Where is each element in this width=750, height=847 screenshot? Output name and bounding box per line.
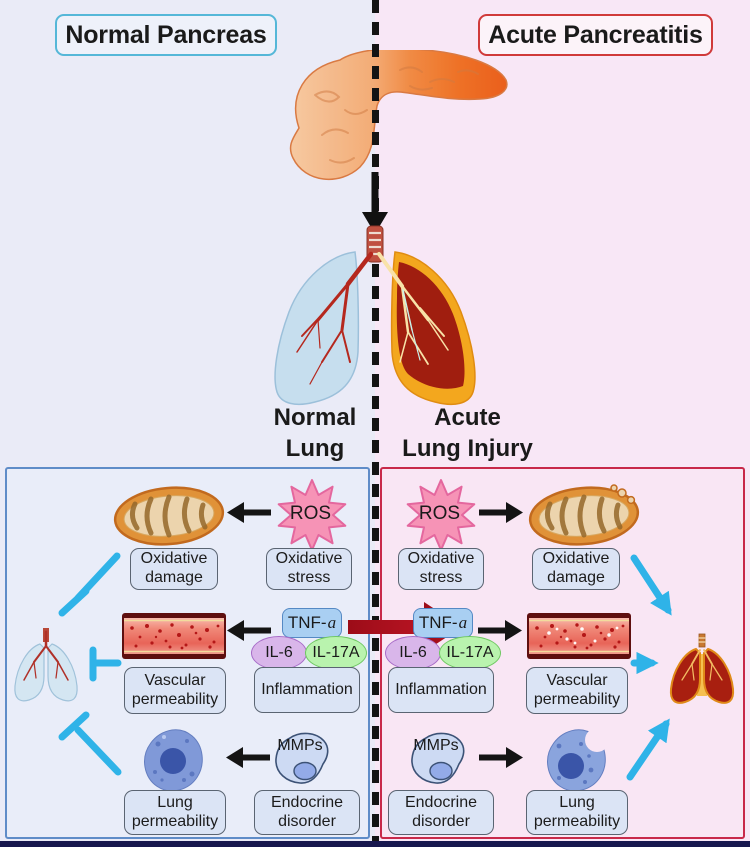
arrow-permeability-to-lung: [626, 718, 670, 781]
ros-label-left: ROS: [289, 503, 332, 524]
mmps-label-right: MMPs: [413, 737, 459, 754]
inhibition-tbar-permeability: [58, 711, 122, 776]
arrow-mmps-to-cell-left: [226, 747, 270, 768]
tnf-alpha-box-right: TNF-a: [413, 608, 473, 638]
blood-vessel-normal: [121, 612, 227, 660]
vascular-permeability-box-left: Vascular permeability: [124, 667, 226, 714]
endocrine-disorder-box-left: Endocrine disorder: [254, 790, 360, 835]
inflammation-box-right: Inflammation: [388, 667, 494, 713]
acute-lung-label: Acute Lung Injury: [385, 402, 550, 464]
cell-damaged: [547, 728, 609, 792]
tnf-alpha-box-left: TNF-a: [282, 608, 342, 638]
arrow-mmps-to-cell-right: [479, 747, 523, 768]
pancreas-illustration: [289, 50, 508, 180]
il17a-badge-left: IL-17A: [305, 636, 367, 670]
tnf-label: TNF-: [287, 613, 327, 632]
oxidative-damage-box-left: Oxidative damage: [130, 548, 218, 590]
bottom-border-bar: [0, 841, 750, 847]
normal-pancreas-title: Normal Pancreas: [55, 14, 277, 56]
acute-pancreatitis-title: Acute Pancreatitis: [478, 14, 713, 56]
inhibition-tbar-vascular: [89, 646, 122, 682]
inflammation-box-left: Inflammation: [254, 667, 360, 713]
normal-lung-label-line2: Lung: [285, 435, 345, 463]
tnf-label: TNF-: [418, 613, 458, 632]
injured-lung-icon: [669, 633, 735, 704]
mmps-label-left: MMPs: [277, 737, 323, 754]
il6-badge-right: IL-6: [385, 636, 441, 670]
cell-normal: [144, 729, 203, 792]
acute-lung-label-line1: Acute: [434, 404, 501, 431]
arrow-ros-to-mitochondria: [227, 502, 271, 523]
vascular-permeability-box-right: Vascular permeability: [526, 667, 628, 714]
normal-lung-label-line1: Normal: [273, 404, 357, 431]
normal-lung-illustration: [274, 251, 374, 405]
arrow-oxidative-to-lung: [630, 554, 672, 616]
oxidative-damage-box-right: Oxidative damage: [532, 548, 620, 590]
healthy-lung-icon: [14, 628, 78, 702]
dashed-divider-line: [372, 0, 379, 841]
endocrine-disorder-box-right: Endocrine disorder: [388, 790, 494, 835]
inhibition-tbar-oxidative: [58, 552, 121, 617]
arrow-ros-to-mitochondria-right: [479, 502, 523, 523]
mitochondria-normal: [113, 483, 225, 548]
normal-lung-label: Normal Lung: [250, 402, 380, 464]
lung-permeability-box-left: Lung permeability: [124, 790, 226, 835]
il6-badge-left: IL-6: [251, 636, 307, 670]
oxidative-stress-box-left: Oxidative stress: [266, 548, 352, 590]
il17a-badge-right: IL-17A: [439, 636, 501, 670]
tnf-alpha-glyph: a: [327, 613, 337, 632]
pancreas-to-lung-arrow: [362, 172, 388, 234]
ros-label-right: ROS: [418, 503, 461, 524]
lung-permeability-box-right: Lung permeability: [526, 790, 628, 835]
mitochondria-damaged: [528, 483, 640, 548]
tnf-alpha-glyph: a: [458, 613, 468, 632]
injured-lung-illustration: [377, 251, 476, 405]
blood-vessel-leaky: [526, 612, 632, 660]
oxidative-stress-box-right: Oxidative stress: [398, 548, 484, 590]
acute-lung-label-line2: Lung Injury: [402, 435, 533, 463]
